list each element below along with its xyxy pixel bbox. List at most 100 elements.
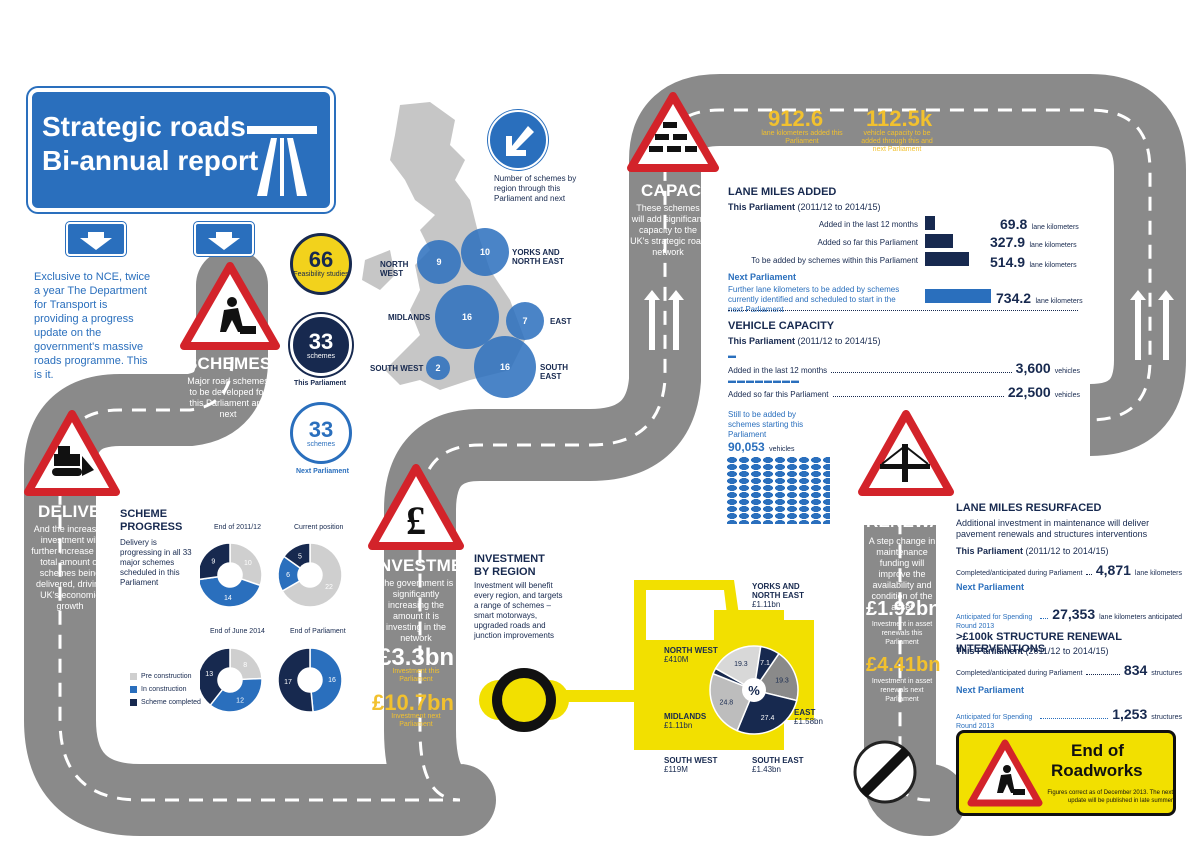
pie-value-label: 19.3 bbox=[775, 677, 789, 684]
donut-value-label: 5 bbox=[298, 553, 302, 560]
donut-label-3: End of June 2014 bbox=[210, 628, 265, 635]
asset-this-label: Investment in asset renewals this Parlia… bbox=[871, 621, 933, 646]
legend-in-construction: In construction bbox=[130, 685, 201, 694]
lane-bar-next bbox=[925, 289, 991, 303]
investment-this-value: £3.3bn bbox=[378, 644, 455, 671]
end-line-1: End of bbox=[1071, 741, 1124, 760]
title-line-1: Strategic roads bbox=[42, 111, 246, 142]
capacity-heading: CAPACITY bbox=[641, 181, 729, 200]
donut-segment bbox=[200, 575, 262, 608]
lane-row-3-label: To be added by schemes within this Parli… bbox=[751, 256, 918, 265]
investment-heading: INVESTMENT bbox=[374, 556, 486, 575]
lane-miles-this-parliament: This Parliament (2011/12 to 2014/15) bbox=[728, 202, 881, 212]
donut-value-label: 16 bbox=[328, 677, 336, 684]
next-parliament-badge: 33 schemes bbox=[290, 402, 352, 464]
donut-label-2: Current position bbox=[294, 524, 344, 531]
region-label-midlands: MIDLANDS bbox=[388, 313, 431, 322]
region-label-north-west: NORTH WEST bbox=[380, 260, 409, 278]
region-label-yorks: YORKS AND NORTH EAST bbox=[512, 248, 564, 266]
road-roller-illustration bbox=[479, 580, 814, 750]
progress-legend: Pre construction In construction Scheme … bbox=[130, 672, 201, 707]
donut-segment bbox=[200, 542, 231, 581]
donut-value-label: 22 bbox=[325, 584, 333, 591]
resurfaced-text: Additional investment in maintenance wil… bbox=[956, 518, 1150, 539]
pie-value-label: 7.1 bbox=[760, 660, 770, 667]
investment-this-label: Investment this Parliament bbox=[392, 668, 440, 683]
car-grid-icon bbox=[726, 456, 830, 524]
vehicle-still-text: Still to be added by schemes starting th… bbox=[728, 410, 804, 439]
structures-row-2: Anticipated for Spending Round 2013 1,25… bbox=[956, 706, 1182, 730]
asset-text: A step change in maintenance funding wil… bbox=[868, 536, 936, 612]
resurfaced-title: LANE MILES RESURFACED bbox=[956, 502, 1102, 514]
lane-row-3-value: 514.9 lane kilometers bbox=[990, 254, 1077, 270]
investment-region-title-1: INVESTMENT bbox=[474, 553, 545, 565]
this-parliament-label: This Parliament bbox=[294, 380, 347, 387]
lane-row-2-label: Added so far this Parliament bbox=[817, 238, 919, 247]
map-caption: Number of schemes by region through this… bbox=[494, 174, 577, 203]
pie-label-south-east: SOUTH EAST£1.43bn bbox=[752, 756, 804, 774]
region-bubble-yorks-north-east: 10 bbox=[461, 228, 509, 276]
resurfaced-next-title: Next Parliament bbox=[956, 582, 1025, 592]
region-bubble-midlands: 16 bbox=[435, 285, 499, 349]
down-arrow-icon bbox=[194, 222, 254, 256]
donut-value-label: 8 bbox=[243, 662, 247, 669]
end-of-roadworks-sign: End of Roadworks Figures correct as of D… bbox=[956, 730, 1176, 816]
lane-row-1-value: 69.8 lane kilometers bbox=[1000, 216, 1079, 232]
this-parliament-badge: 33 schemes bbox=[290, 314, 352, 376]
pie-value-label: 24.8 bbox=[720, 700, 734, 707]
car-row-icon: ▬▬▬▬▬▬▬▬ bbox=[728, 376, 800, 385]
donut-segment bbox=[281, 542, 343, 608]
lane-km-stat: 912.6 bbox=[768, 106, 824, 131]
diagonal-arrow-icon bbox=[488, 110, 548, 170]
lane-bar-3 bbox=[925, 252, 969, 266]
donut-value-label: 9 bbox=[211, 559, 215, 566]
motorway-icon bbox=[247, 126, 317, 196]
region-bubble-south-east: 16 bbox=[474, 336, 536, 398]
pie-label-north-west: NORTH WEST£410M bbox=[664, 646, 718, 664]
vehicle-capacity-title: VEHICLE CAPACITY bbox=[728, 320, 835, 332]
resurfaced-row-2: Anticipated for Spending Round 2013 27,3… bbox=[956, 606, 1182, 630]
report-title-sign: Strategic roads Bi-annual report bbox=[28, 88, 334, 212]
footnote: Figures correct as of December 2013. The… bbox=[1047, 790, 1173, 804]
svg-text:£: £ bbox=[406, 498, 426, 543]
donut-segment bbox=[277, 647, 314, 713]
resurfaced-this-parliament: This Parliament (2011/12 to 2014/15) bbox=[956, 546, 1109, 556]
donut-segment bbox=[282, 542, 311, 570]
traffic-queue-warning-icon bbox=[627, 92, 719, 172]
vehicle-capacity-stat-label: vehicle capacity to be added through thi… bbox=[861, 130, 933, 153]
roadworks-warning-icon bbox=[967, 739, 1043, 807]
scheme-progress-text: Delivery is progressing in all 33 major … bbox=[120, 538, 192, 587]
investment-next-label: Investment next Parliament bbox=[391, 713, 441, 728]
scheme-progress-title-2: PROGRESS bbox=[120, 521, 183, 533]
lane-bar-1 bbox=[925, 216, 935, 230]
investment-text: The government is significantly increasi… bbox=[378, 578, 454, 643]
structures-next-title: Next Parliament bbox=[956, 685, 1025, 695]
schemes-text: Major road schemes to be developed for t… bbox=[187, 376, 269, 419]
vehicle-capacity-stat: 112.5k bbox=[866, 106, 933, 131]
end-line-2: Roadworks bbox=[1051, 761, 1143, 780]
region-bubble-east: 7 bbox=[506, 302, 544, 340]
down-arrow-icon bbox=[66, 222, 126, 256]
asset-next-label: Investment in asset renewals next Parlia… bbox=[871, 678, 933, 703]
donut-value-label: 14 bbox=[224, 595, 232, 602]
scheme-progress-title-1: SCHEME bbox=[120, 508, 168, 520]
region-label-south-west: SOUTH WEST bbox=[370, 364, 424, 373]
donut-segment bbox=[200, 647, 231, 707]
donut-label-1: End of 2011/12 bbox=[214, 524, 261, 531]
pie-slice bbox=[753, 645, 780, 691]
pound-warning-icon: £ bbox=[368, 464, 464, 550]
lane-bar-2 bbox=[925, 234, 953, 248]
asset-heading-1: ASSET bbox=[874, 495, 932, 514]
vehicle-still-value: 90,053 vehicles bbox=[728, 440, 795, 454]
structures-title: >£100k STRUCTURE RENEWAL INTERVENTIONS bbox=[956, 631, 1122, 655]
title-line-2: Bi-annual report bbox=[42, 145, 259, 176]
structures-this-parliament: This Parliament (2011/12 to 2014/15) bbox=[956, 646, 1109, 656]
donut-label-4: End of Parliament bbox=[290, 628, 346, 635]
lane-row-1-label: Added in the last 12 months bbox=[818, 220, 918, 229]
investment-next-value: £10.7bn bbox=[372, 690, 454, 715]
asset-heading-2: RENEWAL bbox=[866, 512, 953, 531]
investment-region-title-2: BY REGION bbox=[474, 566, 536, 578]
lane-next-title: Next Parliament bbox=[728, 272, 797, 282]
